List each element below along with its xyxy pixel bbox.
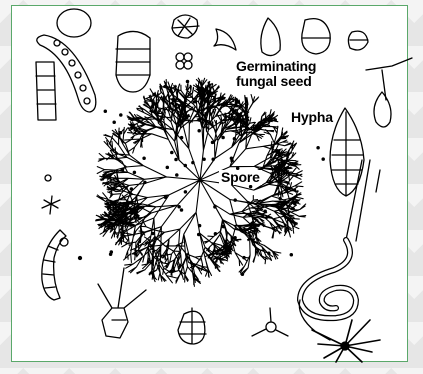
hypha-dot <box>249 185 251 187</box>
oval-multicell-spore <box>178 308 206 344</box>
hypha-dot <box>192 161 194 163</box>
hypha-dot <box>184 164 186 166</box>
segmented-column-spore <box>36 62 56 120</box>
long-chain <box>346 160 370 241</box>
hypha-dot <box>322 158 324 160</box>
hypha-dot <box>121 169 123 171</box>
label-germinating: Germinating <box>236 59 316 74</box>
label-hypha: Hypha <box>291 110 333 125</box>
hypha-dot <box>180 209 182 211</box>
hypha-dot <box>198 130 200 132</box>
hypha-dot <box>119 132 121 134</box>
lemon-spore <box>261 18 280 56</box>
hypha-dot <box>279 197 281 199</box>
hypha-dot <box>243 256 245 258</box>
hypha-dot <box>205 89 207 91</box>
hypha-dot <box>104 110 106 112</box>
curved-rod-spore <box>42 230 66 300</box>
hypha-dot <box>166 166 168 168</box>
hypha-dot <box>178 206 180 208</box>
clover-spore <box>176 53 192 69</box>
small-cross-spore <box>42 196 60 214</box>
hypha-dot <box>184 191 186 193</box>
hypha-germ-line <box>366 58 412 100</box>
hyphae-branches <box>96 78 306 286</box>
hypha-dot <box>274 119 276 121</box>
hypha-dot <box>212 158 214 160</box>
hypha-dot <box>264 210 266 212</box>
star-spore <box>252 308 288 336</box>
thin-rod <box>376 170 380 192</box>
hypha-dot <box>257 224 259 226</box>
hypha-dot <box>234 199 236 201</box>
hypha-dot <box>222 136 224 138</box>
hypha-dot <box>222 225 224 227</box>
hypha-dot <box>231 160 233 162</box>
crescent-spore <box>214 29 236 50</box>
hypha-dot <box>130 188 132 190</box>
hypha-dot <box>120 114 122 116</box>
hypha-dot <box>194 101 196 103</box>
hypha-dot <box>152 232 154 234</box>
hypha-dot <box>214 233 216 235</box>
hypha-dot <box>143 157 145 159</box>
hypha-dot <box>234 237 236 239</box>
hypha-dot <box>180 136 182 138</box>
hypha-dot <box>110 251 112 253</box>
hypha-dot <box>153 93 155 95</box>
hypha-dot <box>317 147 319 149</box>
germinating-spore <box>374 92 391 127</box>
curved-chain-spore <box>37 35 96 112</box>
hypha-dot <box>132 208 134 210</box>
hypha-dot <box>241 273 243 275</box>
hypha-dot <box>171 151 173 153</box>
label-spore: Spore <box>219 170 262 185</box>
hypha-dot <box>186 80 188 82</box>
barrel-spore-band-1 <box>116 49 150 75</box>
hypha-dot <box>175 158 177 160</box>
hypha-dot <box>268 252 270 254</box>
hypha-dot <box>290 254 292 256</box>
broom-spore <box>98 268 146 338</box>
small-circle-cell <box>45 175 51 181</box>
label-germinating-fungal-seed: Germinating fungal seed <box>236 59 316 89</box>
small-dot-cell <box>79 257 82 260</box>
hypha-dot <box>152 103 154 105</box>
hypha-dot <box>198 224 200 226</box>
hypha-dot <box>144 181 146 183</box>
hypha-dot <box>203 158 205 160</box>
hypha-dot <box>211 141 213 143</box>
radiating-cluster <box>312 320 380 362</box>
hypha-dot <box>294 203 296 205</box>
hypha-dot <box>113 121 115 123</box>
hypha-dot <box>151 106 153 108</box>
small-round-spore <box>348 31 368 50</box>
hypha-dot <box>133 171 135 173</box>
hypha-dot <box>233 138 235 140</box>
hypha-dot <box>164 196 166 198</box>
hypha-dot <box>198 233 200 235</box>
label-fungal-seed: fungal seed <box>236 74 316 89</box>
round-spore <box>57 9 91 37</box>
spindle-spore <box>330 108 364 196</box>
hypha-dot <box>214 206 216 208</box>
two-cell-spore <box>302 19 330 54</box>
hypha-dot <box>176 174 178 176</box>
